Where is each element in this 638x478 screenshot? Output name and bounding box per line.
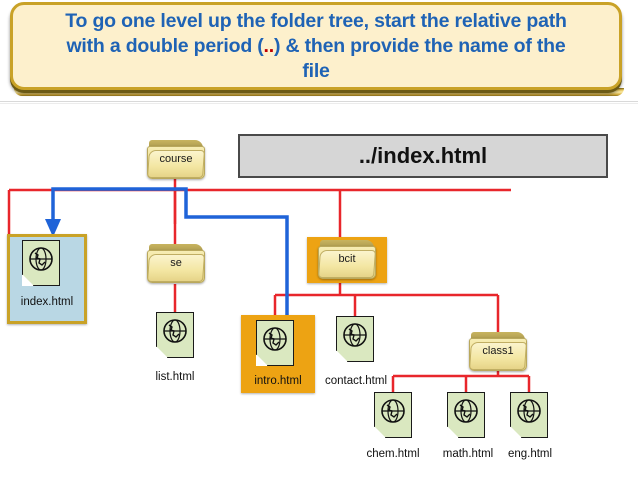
- globe-icon: [454, 399, 478, 423]
- file-icon-math: [447, 392, 485, 438]
- folder-back-icon: [149, 244, 203, 255]
- folder-back-icon: [149, 140, 203, 151]
- tree-connector-lines: [7, 178, 531, 392]
- banner-line-2-part-b: ) & then provide the name of the: [273, 34, 566, 57]
- file-label-chem: chem.html: [366, 448, 420, 460]
- folder-label-se: se: [170, 257, 182, 269]
- folder-label-bcit: bcit: [338, 253, 356, 265]
- folder-icon-class1: class1: [469, 332, 527, 372]
- globe-icon: [29, 247, 53, 271]
- relative-path-text: ../index.html: [358, 143, 488, 168]
- file-node-chem[interactable]: [374, 392, 412, 438]
- folder-back-icon: [471, 332, 525, 343]
- file-node-intro[interactable]: [256, 320, 294, 366]
- folder-node-course[interactable]: course: [147, 140, 205, 180]
- globe-icon: [343, 323, 367, 347]
- banner-text: To go one level up the folder tree, star…: [26, 9, 606, 84]
- globe-icon: [381, 399, 405, 423]
- folder-back-icon: [320, 240, 374, 251]
- file-node-eng[interactable]: [510, 392, 548, 438]
- folder-label-course: course: [159, 153, 193, 165]
- folder-node-bcit[interactable]: bcit: [318, 240, 376, 280]
- file-icon-list: [156, 312, 194, 358]
- file-label-eng: eng.html: [507, 448, 553, 460]
- file-icon-eng: [510, 392, 548, 438]
- folder-label-class1: class1: [482, 345, 514, 357]
- file-label-math: math.html: [442, 448, 494, 460]
- file-label-index: index.html: [20, 296, 74, 308]
- folder-node-class1[interactable]: class1: [469, 332, 527, 372]
- file-label-intro: intro.html: [254, 375, 302, 387]
- folder-node-se[interactable]: se: [147, 244, 205, 284]
- file-node-contact[interactable]: [336, 316, 374, 362]
- folder-tree-diagram: ../index.html course index.html: [0, 104, 638, 478]
- file-icon-chem: [374, 392, 412, 438]
- relative-path-callout: ../index.html: [238, 134, 608, 178]
- file-icon-index: [22, 240, 60, 286]
- header-divider-shadow: [0, 103, 638, 104]
- folder-icon-course: course: [147, 140, 205, 180]
- globe-icon: [517, 399, 541, 423]
- blue-pointer-path: [51, 187, 289, 318]
- header-divider: [0, 101, 638, 102]
- file-icon-intro: [256, 320, 294, 366]
- globe-icon: [163, 319, 187, 343]
- banner-gold-bar: [14, 88, 624, 96]
- file-label-list: list.html: [155, 371, 195, 383]
- title-banner-region: To go one level up the folder tree, star…: [0, 0, 638, 100]
- banner-line-2-part-a: with a double period (: [66, 34, 264, 57]
- file-node-math[interactable]: [447, 392, 485, 438]
- blue-arrowhead: [45, 219, 61, 237]
- folder-icon-se: se: [147, 244, 205, 284]
- banner-line-1: To go one level up the folder tree, star…: [65, 9, 567, 32]
- file-icon-contact: [336, 316, 374, 362]
- banner-line-3: file: [302, 59, 330, 82]
- folder-icon-bcit: bcit: [318, 240, 376, 280]
- title-banner: To go one level up the folder tree, star…: [10, 2, 622, 90]
- file-node-list[interactable]: [156, 312, 194, 358]
- file-label-contact: contact.html: [325, 375, 387, 387]
- file-node-index[interactable]: [22, 240, 60, 286]
- globe-icon: [263, 327, 287, 351]
- banner-double-period: ..: [263, 34, 275, 57]
